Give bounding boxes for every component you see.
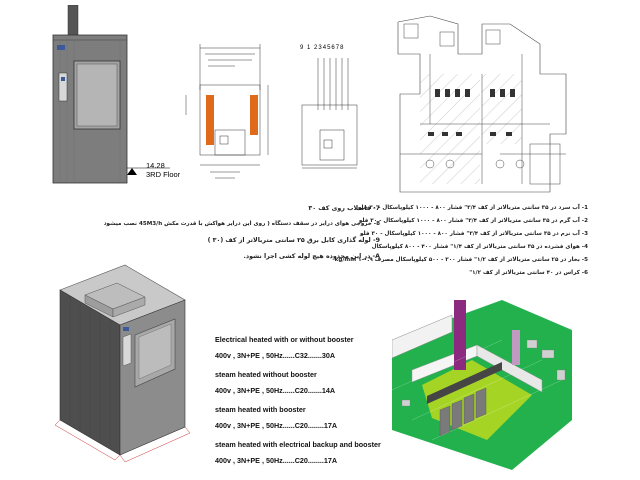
- spec-steam-backup-value: 400v , 3N+PE , 50Hz......C20........17A: [215, 456, 338, 465]
- control-panel: [58, 72, 68, 102]
- spec-electrical-value: 400v , 3N+PE , 50Hz......C32.......30A: [215, 351, 336, 360]
- note-5: 5- بخار در ۲۵ سانتی متربالاتر از کف ۱/۲"…: [334, 257, 588, 263]
- spec-steam-no-booster-heading: steam heated without booster: [215, 370, 317, 379]
- spec-steam-booster-heading: steam heated with booster: [215, 405, 306, 414]
- control-panel-3d: [122, 333, 132, 367]
- room-3d-render: [392, 300, 572, 470]
- notes-right: 1- آب سرد در ۳۵ سانتی متربالاتر از کف ۳/…: [334, 204, 588, 278]
- power-specs: Electrical heated with or without booste…: [215, 335, 381, 465]
- note-8: 8- خروجی هوای درایر در سقف دستگاه ( روی …: [103, 221, 380, 227]
- notes-left: 7- فاضلاب روی کف ۳۰ 8- خروجی هوای درایر …: [103, 204, 380, 261]
- floor-plan: [390, 14, 568, 194]
- purple-column: [454, 300, 466, 370]
- floor-name-label: 3RD Floor: [146, 170, 181, 179]
- note-9: 9- لوله گذاری کابل برق ۲۵ سانتی متربالات…: [207, 237, 380, 244]
- plan-dimension-drawing: [185, 44, 269, 179]
- note-1: 1- آب سرد در ۳۵ سانتی متربالاتر از کف ۳/…: [357, 205, 588, 211]
- brand-badge: [57, 45, 65, 50]
- note-a: A- در این محدوده هیچ لوله کشی اجرا نشود.: [243, 253, 380, 260]
- note-4: 4- هوای فشرده در ۳۵ سانتی متربالاتر از ک…: [371, 244, 588, 250]
- machine-front-elevation: [52, 5, 170, 184]
- note-2: 2- آب گرم در ۳۵ سانتی متربالاتر از کف ۳/…: [358, 218, 588, 224]
- machine-3d-view: [55, 264, 190, 463]
- spec-steam-booster-value: 400v , 3N+PE , 50Hz......C20........17A: [215, 421, 338, 430]
- connection-number-labels: 9 1 2345678: [300, 45, 345, 51]
- spec-steam-no-booster-value: 400v , 3N+PE , 50Hz......C20.......14A: [215, 386, 336, 395]
- note-7: 7- فاضلاب روی کف ۳۰: [308, 205, 380, 212]
- side-panel-right: [250, 95, 258, 135]
- note-3: 3- آب نرم در ۳۵ سانتی متربالاتر از کف ۳/…: [360, 231, 588, 237]
- spec-electrical-heading: Electrical heated with or without booste…: [215, 335, 354, 344]
- spec-steam-backup-heading: steam heated with electrical backup and …: [215, 440, 381, 449]
- note-6: 6- کراس در ۴۰ سانتی متربالاتر از کف ۱/۲": [469, 270, 588, 276]
- connection-section-drawing: [301, 58, 358, 169]
- side-panel-left: [206, 95, 214, 145]
- floor-level-label: 14.28: [146, 161, 165, 170]
